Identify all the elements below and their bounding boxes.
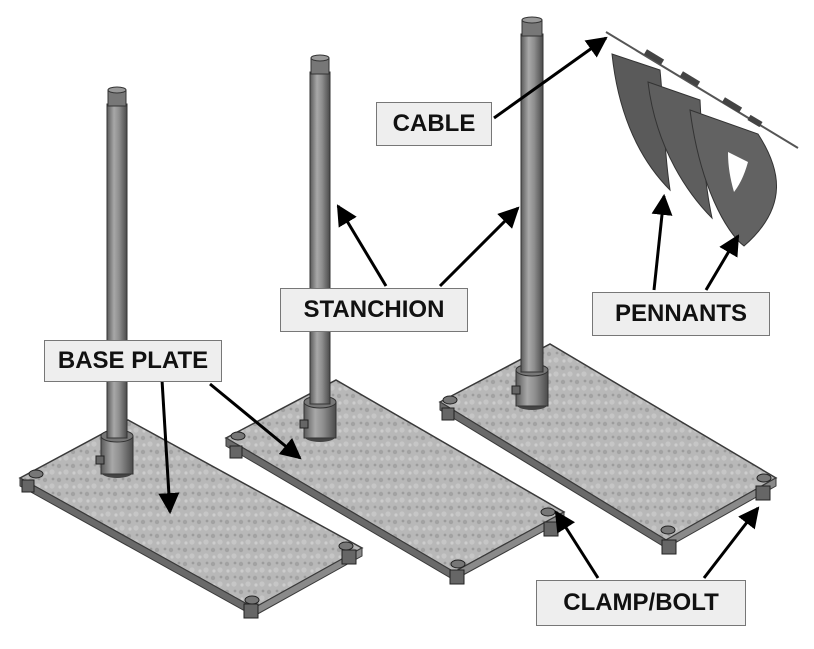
arrow-clamp-right [702, 506, 760, 579]
arrow-pennant-right [704, 234, 740, 291]
stanchion-label: STANCHION [280, 288, 468, 332]
assembly-right [438, 16, 778, 555]
arrow-clamp-middle [554, 510, 600, 579]
pennants-group [605, 31, 799, 247]
clamp-bolt-left [21, 469, 357, 619]
arrow-pennant-left [651, 193, 673, 291]
stanchion-right [511, 16, 549, 410]
cable-line [605, 31, 799, 149]
arrow-stanchion-right [438, 206, 520, 288]
arrow-stanchion-middle [336, 204, 388, 287]
arrow-base-plate-left [158, 379, 180, 515]
pennants-label: PENNANTS [592, 292, 770, 336]
clamp-bolt-middle [229, 431, 559, 585]
assembly-middle [224, 54, 566, 585]
pennant-cutout [728, 152, 748, 192]
clamp-bolt-label: CLAMP/BOLT [536, 580, 746, 626]
cable-label: CABLE [376, 102, 492, 146]
arrow-base-plate-middle [209, 382, 302, 460]
base-plate-label: BASE PLATE [44, 340, 222, 382]
callout-arrows [158, 36, 760, 579]
clamp-bolt-right [441, 395, 772, 555]
stanchion-left [95, 86, 134, 478]
assembly-left [18, 86, 364, 619]
arrow-cable [493, 36, 608, 120]
